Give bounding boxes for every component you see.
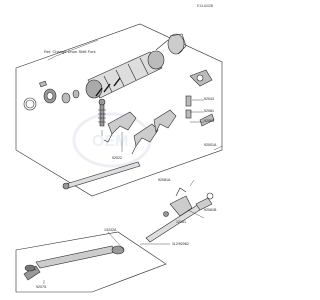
label-92081b: 92081B xyxy=(204,208,217,212)
shift-pedal xyxy=(23,245,125,281)
upper-assembly-box xyxy=(15,23,223,197)
diagram-drawing: OEM xyxy=(15,23,223,293)
label-12161: 12161 xyxy=(176,220,186,224)
label-92081: 92081 xyxy=(204,109,214,113)
detent-lever xyxy=(185,69,215,127)
label-112-92062: 112/92062 xyxy=(172,242,189,246)
label-92022: 92022 xyxy=(112,156,122,160)
shift-shaft-assembly xyxy=(145,187,214,243)
leader-lines-upper xyxy=(47,39,223,152)
shift-fork-1 xyxy=(103,111,137,143)
exploded-parts-diagram: OEM xyxy=(15,4,223,293)
label-13242a: 13242A xyxy=(104,228,117,232)
shift-shaft-rod xyxy=(62,161,141,190)
label-92043: 92043 xyxy=(204,97,214,101)
drum-end-gear xyxy=(155,33,187,55)
note-label: Ref. Change Drum Shift Fork xyxy=(44,49,96,54)
leader-lines-lower xyxy=(43,179,205,284)
lower-box xyxy=(15,231,167,293)
label-92063: 92063 xyxy=(204,119,214,123)
shift-fork-3 xyxy=(153,109,177,133)
shift-fork-2 xyxy=(131,123,159,155)
svg-text:OEM: OEM xyxy=(92,133,128,150)
bearing xyxy=(43,88,57,104)
drum-pins xyxy=(23,80,80,111)
label-92081a: 92081A xyxy=(158,178,171,182)
shift-drum xyxy=(85,50,165,99)
label-92001a: 92001A xyxy=(204,143,217,147)
header-code: E13-6/02B xyxy=(197,4,214,8)
label-92075: 92075 xyxy=(36,285,46,289)
spring-bolt xyxy=(98,98,106,127)
